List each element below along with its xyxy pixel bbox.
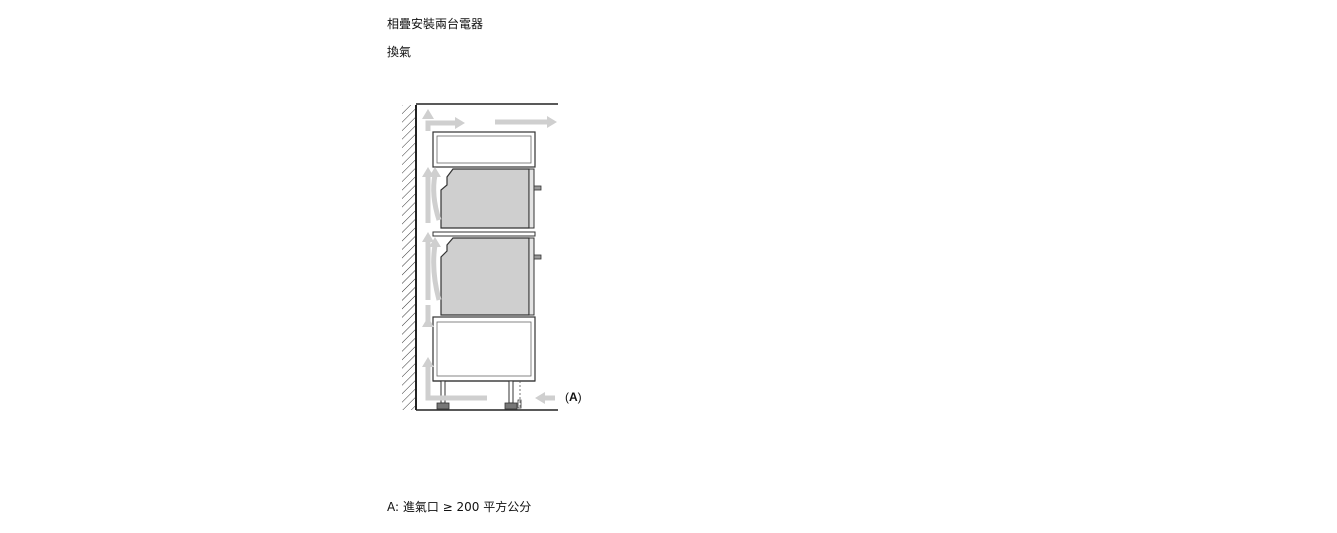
top-compartment — [432, 131, 536, 168]
base-cabinet — [432, 316, 536, 382]
ventilation-diagram: (A) — [402, 103, 582, 411]
wall-hatch — [402, 105, 416, 410]
middle-shelf — [432, 231, 536, 237]
callout-a-label: (A) — [565, 390, 582, 404]
airflow-top-channel — [425, 120, 457, 131]
section-subtitle: 換氣 — [387, 45, 412, 59]
airflow-bottom-channel — [425, 365, 487, 401]
upper-oven — [440, 168, 530, 229]
page-title: 相疊安裝兩台電器 — [387, 17, 484, 31]
cabinet-foot-right — [508, 380, 514, 404]
lower-oven — [440, 237, 530, 316]
caption-intake: A: 進氣口 ≥ 200 平方公分 — [387, 500, 532, 514]
